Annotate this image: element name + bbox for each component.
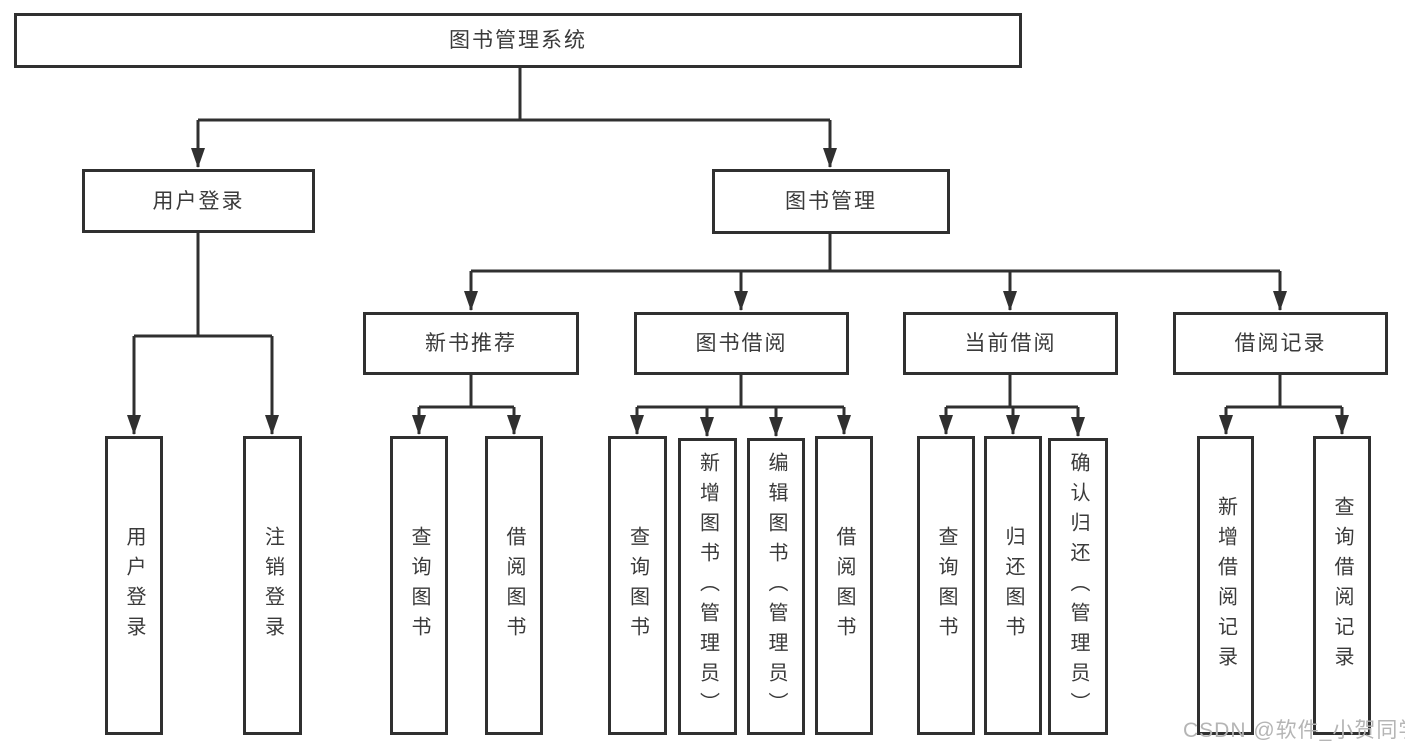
node-user-login-branch: 用户登录 [82,169,315,233]
node-query-books-recommend: 查询图书 [390,436,448,735]
node-book-borrowing: 图书借阅 [634,312,849,375]
node-add-book-admin: 新增图书（管理员） [678,438,737,735]
csdn-watermark: CSDN @软件_小贺同学 [1183,719,1405,742]
node-borrow-books-leaf: 借阅图书 [815,436,873,735]
node-confirm-return-admin: 确认归还（管理员） [1048,438,1108,735]
node-user-login-leaf: 用户登录 [105,436,163,735]
node-query-borrow-record: 查询借阅记录 [1313,436,1371,735]
node-borrow-records: 借阅记录 [1173,312,1388,375]
node-edit-book-admin: 编辑图书（管理员） [747,438,805,735]
node-add-borrow-record: 新增借阅记录 [1197,436,1254,735]
node-query-books-borrowing: 查询图书 [608,436,667,735]
node-query-books-current: 查询图书 [917,436,975,735]
node-new-book-recommend: 新书推荐 [363,312,579,375]
node-current-borrowing: 当前借阅 [903,312,1118,375]
node-library-system: 图书管理系统 [14,13,1022,68]
node-book-management: 图书管理 [712,169,950,234]
node-borrow-books-recommend: 借阅图书 [485,436,543,735]
node-logout-leaf: 注销登录 [243,436,302,735]
node-return-books: 归还图书 [984,436,1042,735]
